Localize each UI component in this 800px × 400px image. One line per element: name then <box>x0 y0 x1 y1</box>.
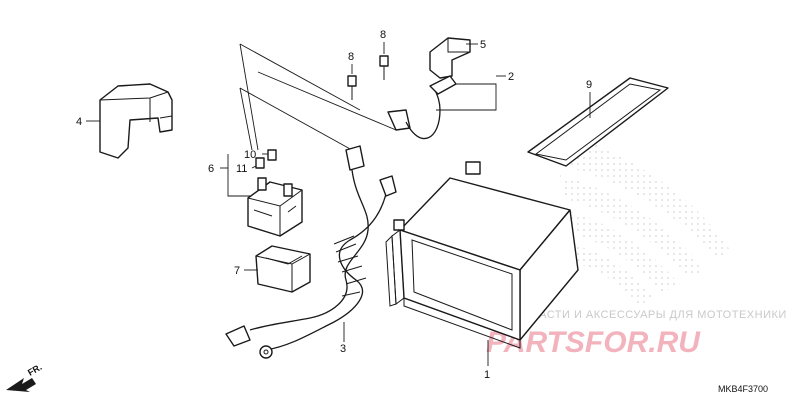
part-label-9: 9 <box>586 79 592 91</box>
bolt-part-a <box>347 75 357 100</box>
leader-11 <box>251 165 257 169</box>
cover-part <box>99 83 173 159</box>
part-label-10: 10 <box>244 149 256 161</box>
part-label-11: 11 <box>236 163 247 175</box>
part-label-1: 1 <box>484 369 490 381</box>
terminal-cover-part <box>429 37 471 79</box>
guide-line-lower <box>239 87 353 151</box>
part-label-8b: 8 <box>380 29 386 41</box>
guide-line-upper <box>239 43 361 111</box>
bolt-part-b <box>379 55 389 80</box>
part-label-2: 2 <box>508 71 514 83</box>
battery-part <box>385 161 579 349</box>
battery-band-part <box>527 77 669 167</box>
positive-cable-part <box>387 75 457 140</box>
starter-relay-part <box>247 177 303 237</box>
relay-case-part <box>255 245 311 293</box>
fuse-part-10 <box>267 149 277 161</box>
part-label-3: 3 <box>340 343 346 355</box>
guide-line-left-a <box>239 43 259 151</box>
diagram-code: MKB4F3700 <box>718 384 768 394</box>
part-label-5: 5 <box>480 39 486 51</box>
leader-2-bracket <box>436 83 497 111</box>
part-label-6: 6 <box>208 163 214 175</box>
front-direction-arrow <box>6 378 36 392</box>
fuse-part-11 <box>255 157 265 169</box>
direction-label: FR. <box>26 362 44 378</box>
wire-harness-part <box>225 145 397 359</box>
part-label-4: 4 <box>76 116 82 128</box>
wing-logo-watermark <box>555 130 730 304</box>
part-label-8a: 8 <box>348 51 354 63</box>
watermark-tagline: ЗАПЧАСТИ И АКСЕССУАРЫ ДЛЯ МОТОТЕХНИКИ <box>508 309 787 321</box>
guide-line-left-b <box>239 87 253 151</box>
guide-line-mid <box>257 71 397 131</box>
part-label-7: 7 <box>234 265 240 277</box>
